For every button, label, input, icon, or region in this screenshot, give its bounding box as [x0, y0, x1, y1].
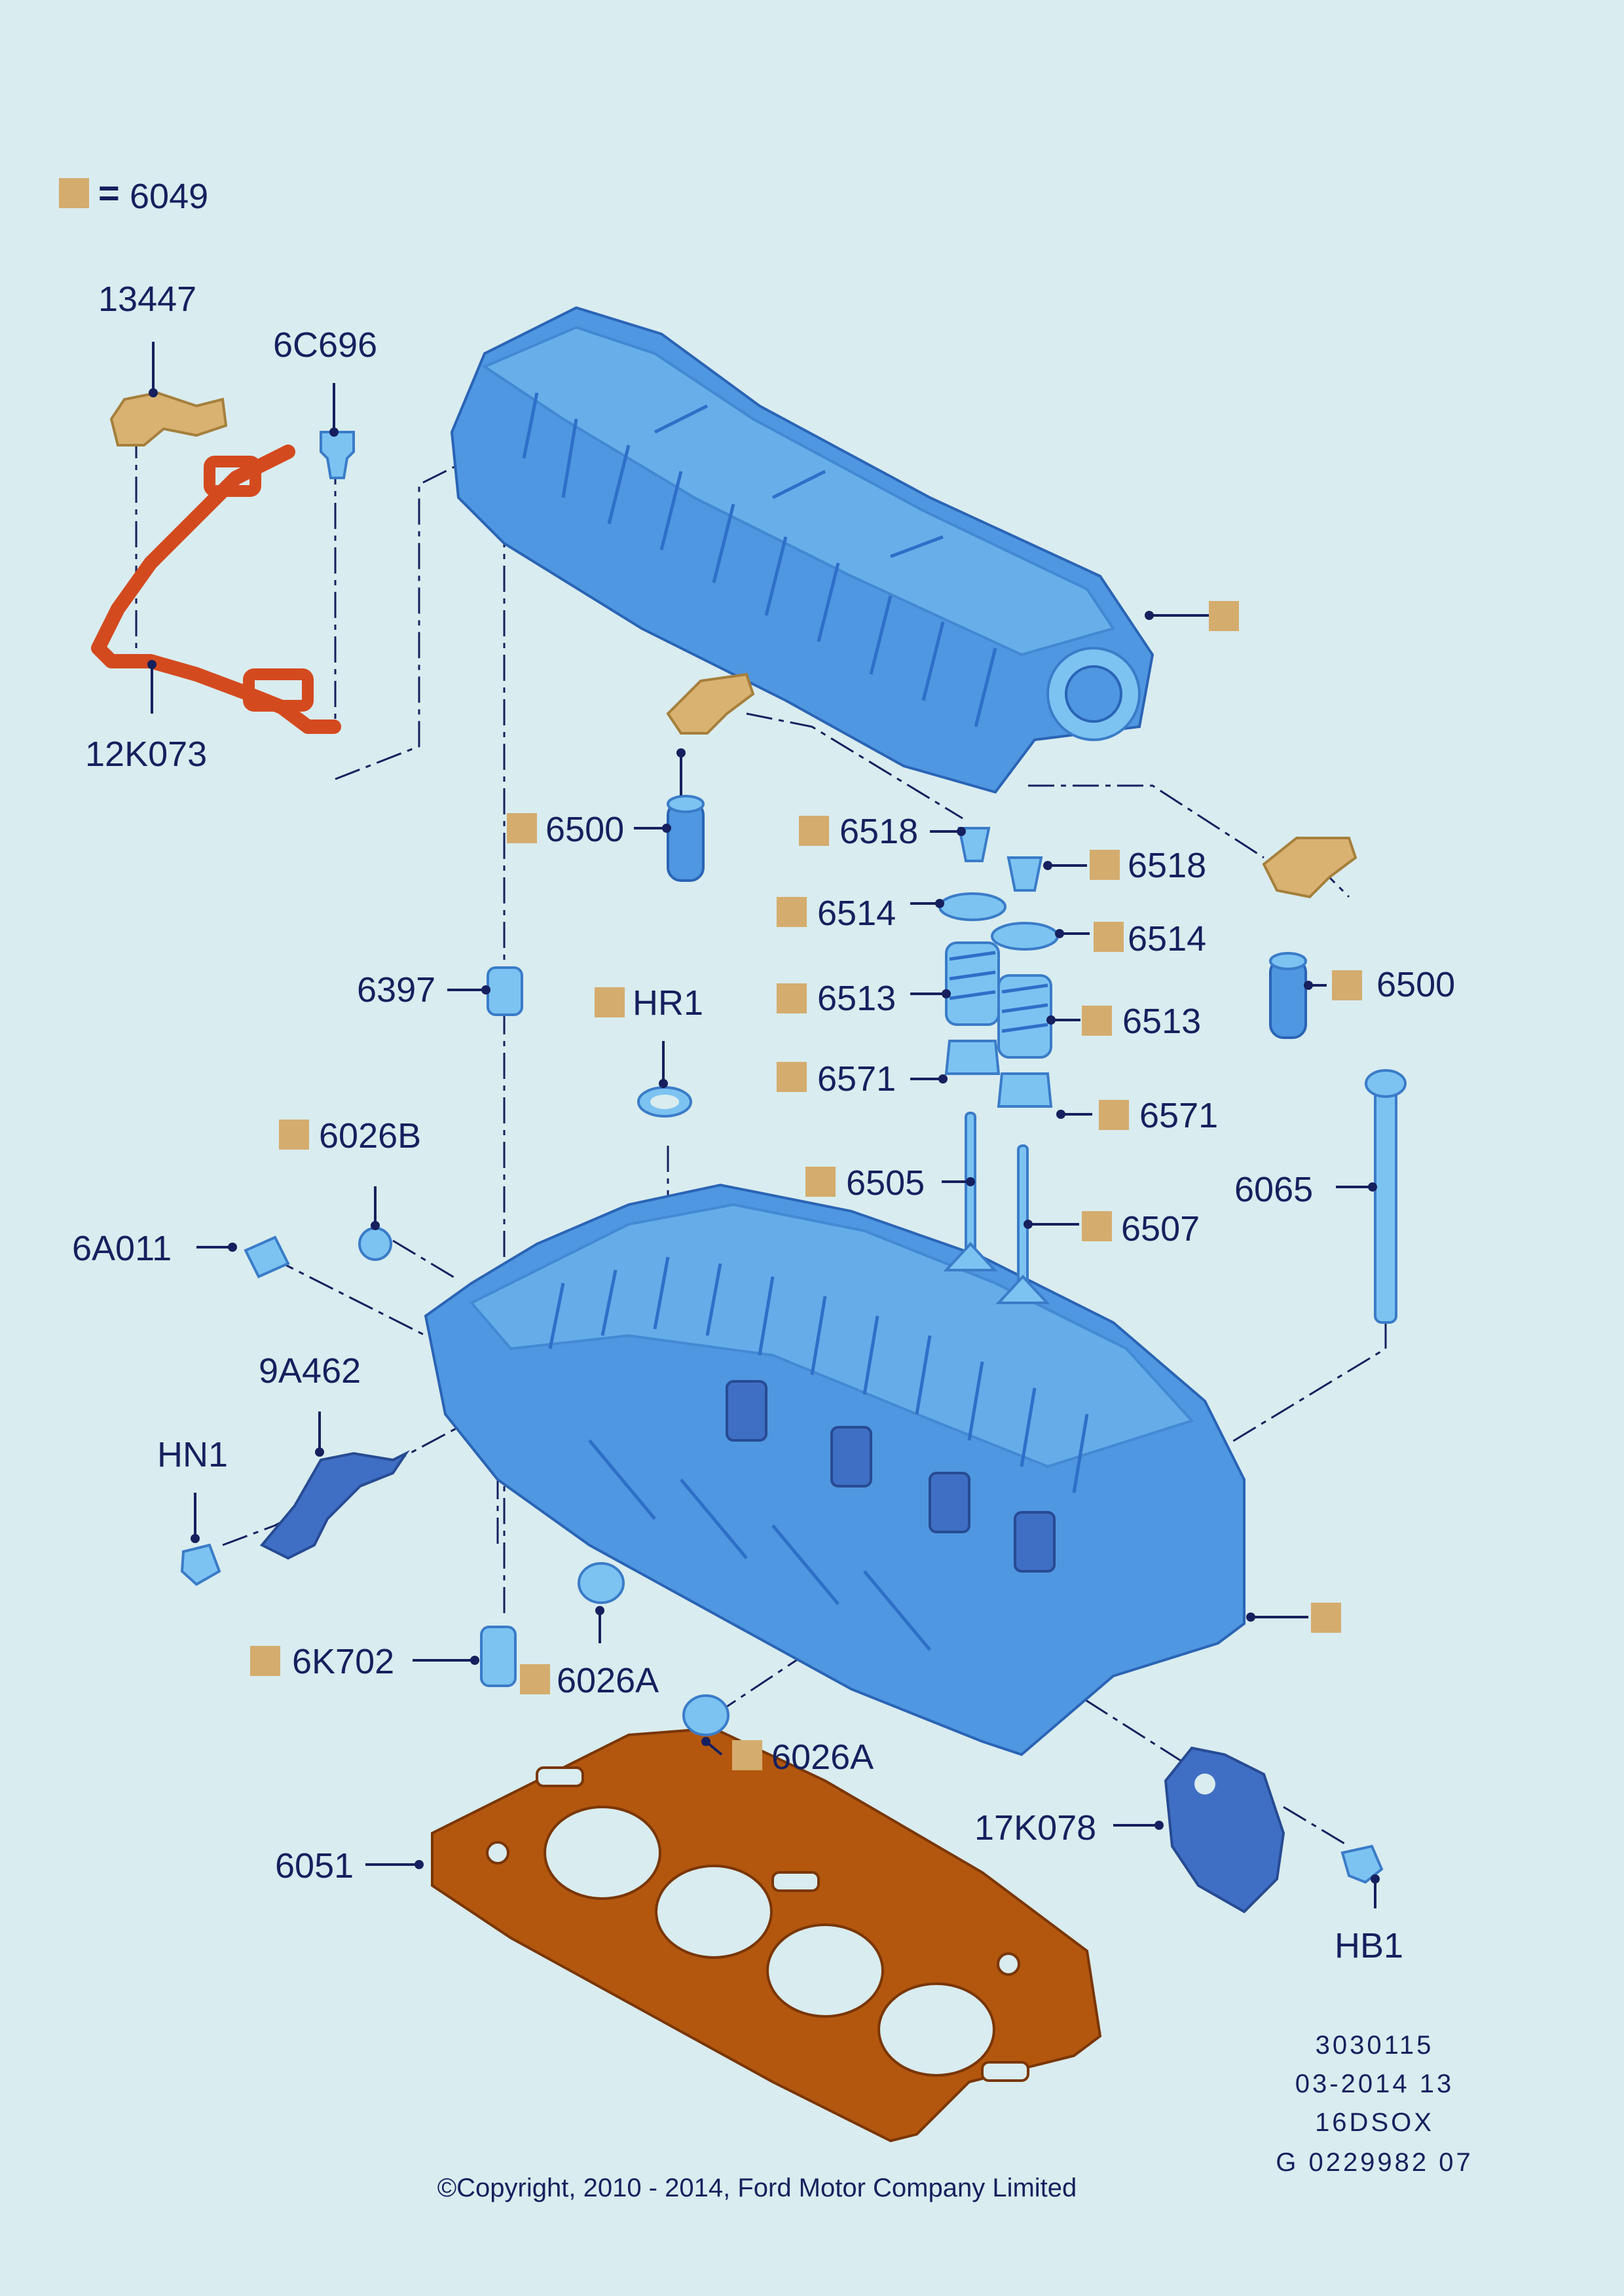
label-6397: 6397 — [357, 970, 435, 1010]
valve-train-right — [991, 856, 1059, 1304]
clip-6C696 — [320, 431, 355, 479]
label-6507: 6507 — [1121, 1209, 1200, 1248]
bracket-17K078 — [1164, 1746, 1285, 1914]
marker-square — [1082, 1006, 1112, 1036]
cylinder-head — [424, 1183, 1246, 1757]
label-6K702: 6K702 — [292, 1642, 394, 1681]
head-gasket — [431, 1726, 1102, 2143]
plug-6026B — [358, 1227, 392, 1261]
copyright-notice: ©Copyright, 2010 - 2014, Ford Motor Comp… — [437, 2174, 1077, 2202]
marker-square — [1209, 601, 1239, 631]
marker-square — [1311, 1603, 1341, 1633]
info-line: 16DSOX — [1315, 2108, 1434, 2137]
label-6C696: 6C696 — [273, 325, 377, 365]
label-6A011: 6A011 — [72, 1229, 172, 1268]
label-6518-left: 6518 — [840, 812, 918, 851]
legend-part-number: 6049 — [130, 177, 208, 216]
label-6514-left: 6514 — [817, 894, 896, 933]
label-6026A-lower: 6026A — [771, 1738, 874, 1777]
wiring-harness — [91, 445, 341, 734]
bolt-6065 — [1365, 1069, 1407, 1324]
rocker-arm-right — [1262, 837, 1357, 899]
bracket-9A462 — [259, 1449, 410, 1560]
marker-square — [1090, 850, 1120, 880]
label-17K078: 17K078 — [974, 1808, 1096, 1848]
dowel-6K702 — [480, 1626, 517, 1687]
marker-square — [799, 816, 829, 846]
legend-marker-square — [59, 178, 89, 208]
label-6026B: 6026B — [319, 1116, 421, 1156]
part-labels: 13447 6C696 12K073 6500 6518 6518 6514 6… — [72, 280, 1455, 1965]
label-6505: 6505 — [846, 1163, 925, 1203]
lash-adjuster-right — [1269, 952, 1307, 1039]
marker-square — [777, 1062, 807, 1092]
label-9A462: 9A462 — [259, 1351, 361, 1391]
label-6500-right: 6500 — [1376, 965, 1455, 1004]
label-6518-right: 6518 — [1128, 846, 1206, 885]
label-6513-left: 6513 — [817, 979, 896, 1018]
label-6500-left: 6500 — [545, 810, 624, 849]
camshaft-carrier — [450, 306, 1154, 794]
leader-lines — [147, 342, 1380, 1908]
marker-square — [1332, 970, 1362, 1000]
legend-equals: = — [98, 172, 120, 213]
label-6026A-upper: 6026A — [557, 1661, 659, 1700]
info-line: 3030115 — [1316, 2031, 1434, 2060]
label-6513-right: 6513 — [1122, 1002, 1201, 1041]
marker-square — [595, 987, 625, 1017]
marker-square — [732, 1740, 762, 1770]
marker-square — [1094, 922, 1124, 952]
lash-adjuster-left — [667, 795, 705, 882]
label-HB1: HB1 — [1335, 1926, 1403, 1965]
plug-6026A-upper — [578, 1562, 625, 1604]
label-HN1: HN1 — [157, 1435, 228, 1474]
sleeve-6A011 — [244, 1235, 290, 1279]
legend: = 6049 — [59, 172, 208, 216]
rocker-arm-left — [666, 672, 755, 735]
marker-square — [777, 897, 807, 927]
label-6051: 6051 — [275, 1846, 354, 1886]
marker-square — [507, 813, 537, 843]
label-6571-left: 6571 — [817, 1059, 896, 1099]
plug-6026A-lower — [682, 1694, 729, 1736]
marker-square — [805, 1167, 836, 1197]
label-6065: 6065 — [1234, 1170, 1313, 1209]
bolt-HN1 — [180, 1543, 221, 1586]
info-line: 03-2014 13 — [1295, 2069, 1454, 2098]
dowel-6397 — [487, 966, 523, 1016]
valve-train-left — [938, 827, 1006, 1271]
marker-square — [1082, 1211, 1112, 1241]
label-13447: 13447 — [98, 280, 196, 319]
bracket-13447 — [109, 391, 228, 446]
marker-square — [250, 1646, 280, 1676]
label-6571-right: 6571 — [1139, 1096, 1218, 1135]
label-HR1: HR1 — [633, 983, 703, 1023]
seal-HR1 — [637, 1086, 692, 1118]
label-12K073: 12K073 — [85, 735, 207, 774]
info-block: 3030115 03-2014 13 16DSOX G 0229982 07 — [1276, 2031, 1473, 2177]
marker-squares — [250, 601, 1362, 1770]
label-6514-right: 6514 — [1128, 919, 1206, 958]
marker-square — [279, 1120, 309, 1150]
info-line: G 0229982 07 — [1276, 2148, 1473, 2177]
marker-square — [1099, 1100, 1129, 1130]
marker-square — [520, 1664, 550, 1694]
marker-square — [777, 983, 807, 1013]
